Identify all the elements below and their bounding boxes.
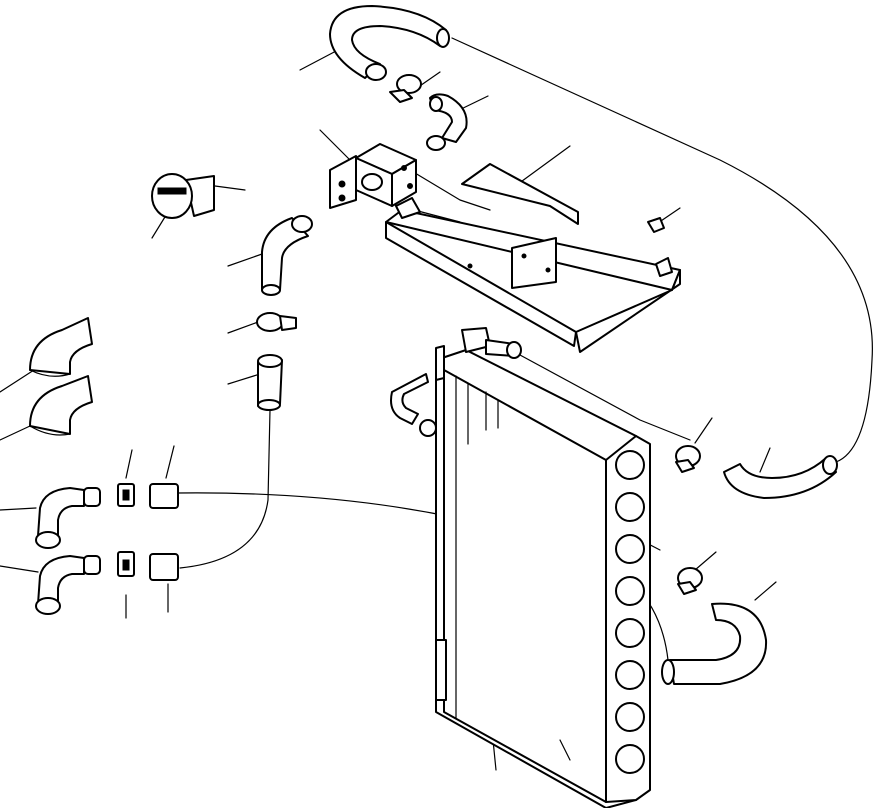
clamp-icon — [677, 567, 703, 595]
leader-lines — [0, 49, 777, 771]
clamp-icon — [675, 445, 701, 473]
clip-icon — [117, 483, 135, 507]
knob-icon — [151, 173, 215, 219]
evaporator-icon — [390, 327, 651, 808]
elbow-icon — [261, 215, 313, 296]
bracket-icon — [385, 163, 681, 353]
clip-icon — [117, 551, 135, 577]
hose-icon — [723, 455, 838, 499]
hose-icon — [661, 602, 768, 685]
clamp-icon — [389, 74, 422, 103]
valve-block-icon — [329, 143, 417, 209]
corrugated-elbow-1-icon — [35, 487, 101, 549]
hose-icon — [257, 354, 283, 411]
corrugated-elbow-2-icon — [35, 555, 101, 615]
rubber-elbow-2-icon — [29, 375, 93, 436]
coil-fins — [615, 450, 645, 774]
grommet-icon — [149, 553, 179, 581]
fitting-icon — [426, 93, 468, 151]
clamp-icon — [256, 312, 297, 332]
hose-loop-icon — [329, 5, 450, 81]
bolt-icon — [647, 217, 665, 233]
rubber-elbow-1-icon — [29, 317, 93, 377]
grommet-icon — [149, 483, 179, 509]
